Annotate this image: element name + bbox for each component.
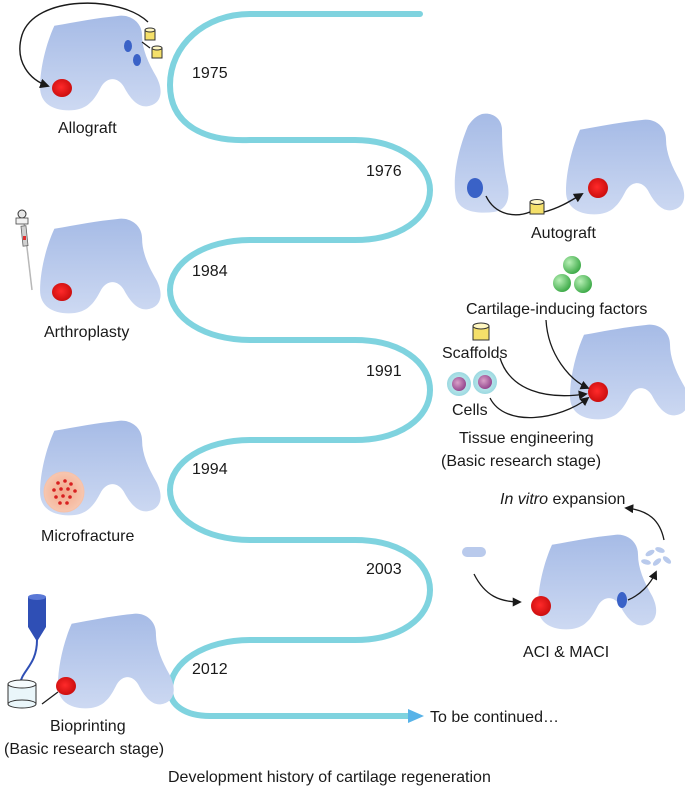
- to-be-continued-label: To be continued…: [430, 709, 559, 726]
- microfracture-holes: [52, 479, 77, 505]
- cylinder-icon: [151, 45, 163, 59]
- donor-cell-icon: [467, 178, 483, 198]
- year-1975: 1975: [192, 65, 228, 82]
- microfracture-label: Microfracture: [41, 528, 134, 545]
- bioprinter-nozzle-icon: [28, 594, 46, 640]
- arthroscope-icon: [15, 209, 33, 291]
- arthroplasty-label: Arthroplasty: [44, 324, 129, 341]
- scaffold-cylinder-icon: [472, 322, 490, 341]
- scaffold-sheet-icon: [462, 547, 486, 557]
- year-2012: 2012: [192, 661, 228, 678]
- donor-cell-icon: [617, 592, 627, 608]
- lesion-icon: [588, 178, 608, 198]
- microfracture-halo: [43, 471, 85, 513]
- expansion-label: In vitro expansion: [500, 491, 625, 508]
- bioprinting-stage: (Basic research stage): [4, 741, 164, 758]
- donor-cell-icon: [133, 54, 141, 66]
- timeline-path: [166, 11, 434, 719]
- timeline-arrowhead: [408, 709, 424, 723]
- cell-icon: [447, 372, 471, 396]
- tissue-engineering-group: Cartilage-inducing factors Scaffolds Cel…: [441, 256, 685, 470]
- cells-arrow: [489, 396, 590, 419]
- cells-label: Cells: [452, 402, 488, 419]
- arthroplasty-group: Arthroplasty: [15, 209, 161, 341]
- expansion-arrow: [624, 504, 665, 541]
- lesion-icon: [52, 283, 72, 301]
- autograft-label: Autograft: [531, 225, 596, 242]
- allograft-group: Allograft: [19, 2, 163, 137]
- factor-sphere-icon: [563, 256, 581, 274]
- cylinder-icon: [144, 27, 156, 41]
- allograft-arrow: [19, 2, 149, 89]
- factor-sphere-icon: [574, 275, 592, 293]
- aci-label: ACI & MACI: [523, 644, 609, 661]
- aci-arrow-left: [473, 573, 522, 607]
- bioprinting-pointer: [41, 691, 59, 705]
- factors-arrow: [545, 319, 590, 390]
- autograft-arrow: [485, 194, 582, 216]
- tissue-engineering-stage: (Basic research stage): [441, 453, 601, 470]
- factor-sphere-icon: [553, 274, 571, 292]
- donor-knee-icon: [454, 113, 509, 213]
- year-1991: 1991: [366, 363, 402, 380]
- year-1994: 1994: [192, 461, 228, 478]
- year-2003: 2003: [366, 561, 402, 578]
- aci-arrow-right: [627, 570, 658, 601]
- lesion-icon: [588, 382, 608, 402]
- microfracture-group: Microfracture: [40, 420, 161, 545]
- aci-group: In vitro expansion ACI & MACI: [462, 491, 672, 661]
- bioink-reservoir-icon: [7, 679, 37, 709]
- expanded-cells-icon: [641, 547, 672, 566]
- factors-label: Cartilage-inducing factors: [466, 301, 647, 318]
- knee-icon: [538, 534, 657, 630]
- in-vitro-text: In vitro: [500, 491, 548, 508]
- tissue-engineering-label: Tissue engineering: [459, 430, 594, 447]
- figure-caption: Development history of cartilage regener…: [168, 769, 491, 786]
- knee-icon: [566, 119, 685, 215]
- lesion-icon: [56, 677, 76, 695]
- expansion-text: expansion: [548, 491, 625, 508]
- lesion-icon: [531, 596, 551, 616]
- autograft-group: Autograft: [454, 113, 685, 242]
- year-1976: 1976: [366, 163, 402, 180]
- allograft-label: Allograft: [58, 120, 117, 137]
- bioink-line: [19, 639, 38, 685]
- cylinder-icon: [529, 199, 545, 215]
- scaffolds-arrow: [499, 357, 588, 400]
- year-1984: 1984: [192, 263, 228, 280]
- cell-icon: [473, 370, 497, 394]
- donor-cell-icon: [124, 40, 132, 52]
- lesion-icon: [52, 79, 72, 97]
- knee-icon: [57, 613, 174, 709]
- knee-icon: [570, 324, 685, 420]
- bioprinting-group: Bioprinting (Basic research stage): [4, 594, 174, 758]
- dash-arrow: [141, 41, 151, 49]
- scaffolds-label: Scaffolds: [442, 345, 508, 362]
- bioprinting-label: Bioprinting: [50, 718, 126, 735]
